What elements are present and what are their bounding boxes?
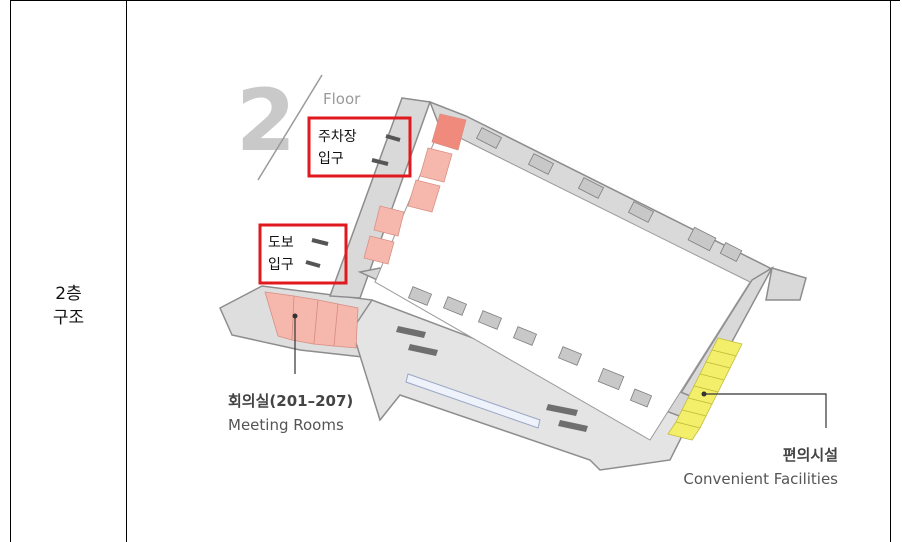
meeting-rooms-label-en: Meeting Rooms	[228, 416, 344, 434]
meeting-room	[333, 303, 359, 349]
floor-row-label-line2: 구조	[52, 308, 85, 328]
convenience-block	[667, 337, 743, 441]
floor-word: Floor	[323, 90, 361, 108]
south-room	[512, 326, 538, 346]
north-rooms	[475, 127, 743, 262]
floor-number: 2	[236, 71, 296, 171]
east-annex	[765, 267, 807, 301]
convenience-label-en: Convenient Facilities	[683, 470, 838, 488]
parking-entrance-callout	[307, 116, 412, 178]
parking-entrance-label-line2: 입구	[318, 151, 344, 167]
parking-entrance-label-line1: 주차장	[318, 129, 357, 145]
floor-map: 2 Floor	[219, 71, 838, 488]
convenience-label-ko: 편의시설	[783, 446, 838, 464]
table-border-left	[10, 0, 11, 542]
north-room	[687, 226, 717, 252]
west-corridor-rooms	[363, 113, 467, 265]
table-border-top	[10, 0, 900, 1]
west-room-pink	[373, 205, 405, 237]
west-room-pink	[419, 147, 453, 183]
floor-row-label: 2층 구조	[11, 282, 126, 330]
parking-stair	[371, 158, 389, 166]
west-corridor	[328, 97, 432, 299]
south-room	[407, 286, 433, 306]
entrance-stairs	[305, 134, 401, 268]
walk-stair	[311, 238, 329, 246]
escalator	[408, 344, 438, 356]
convenience-dot	[701, 391, 707, 397]
meeting-rooms-label-ko: 회의실(201–207)	[228, 392, 353, 410]
north-room	[719, 242, 743, 262]
west-room-pink	[407, 179, 441, 213]
south-room	[557, 346, 583, 366]
floor-row-label-line1: 2층	[55, 284, 82, 304]
lobby-ramp	[405, 373, 541, 429]
floor-slash	[257, 74, 323, 181]
south-room	[629, 388, 653, 408]
parking-stair	[385, 134, 401, 142]
south-room	[442, 296, 468, 316]
west-room-pink	[363, 235, 395, 265]
table-border-right	[890, 0, 891, 542]
escalators	[396, 326, 588, 432]
escalator	[558, 420, 588, 432]
south-room	[477, 310, 503, 330]
meeting-rooms-dot	[292, 313, 298, 319]
walk-entrance-label-line2: 입구	[268, 257, 294, 273]
escalator	[546, 404, 578, 416]
convenience-leader	[704, 393, 827, 428]
north-room	[577, 177, 605, 199]
table-border-column-divider	[126, 0, 127, 542]
walk-stair	[305, 260, 321, 268]
meeting-room	[291, 295, 319, 345]
walk-entrance-label-line1: 도보	[268, 235, 294, 251]
north-room	[475, 127, 503, 149]
meeting-rooms-block	[264, 291, 359, 349]
north-room	[527, 153, 555, 175]
south-room	[597, 367, 625, 391]
walk-entrance-callout	[258, 223, 348, 285]
escalator	[396, 326, 426, 338]
south-rooms	[407, 286, 653, 408]
convenience-room	[667, 421, 701, 441]
west-room-pink	[431, 113, 467, 151]
north-room	[627, 201, 655, 223]
